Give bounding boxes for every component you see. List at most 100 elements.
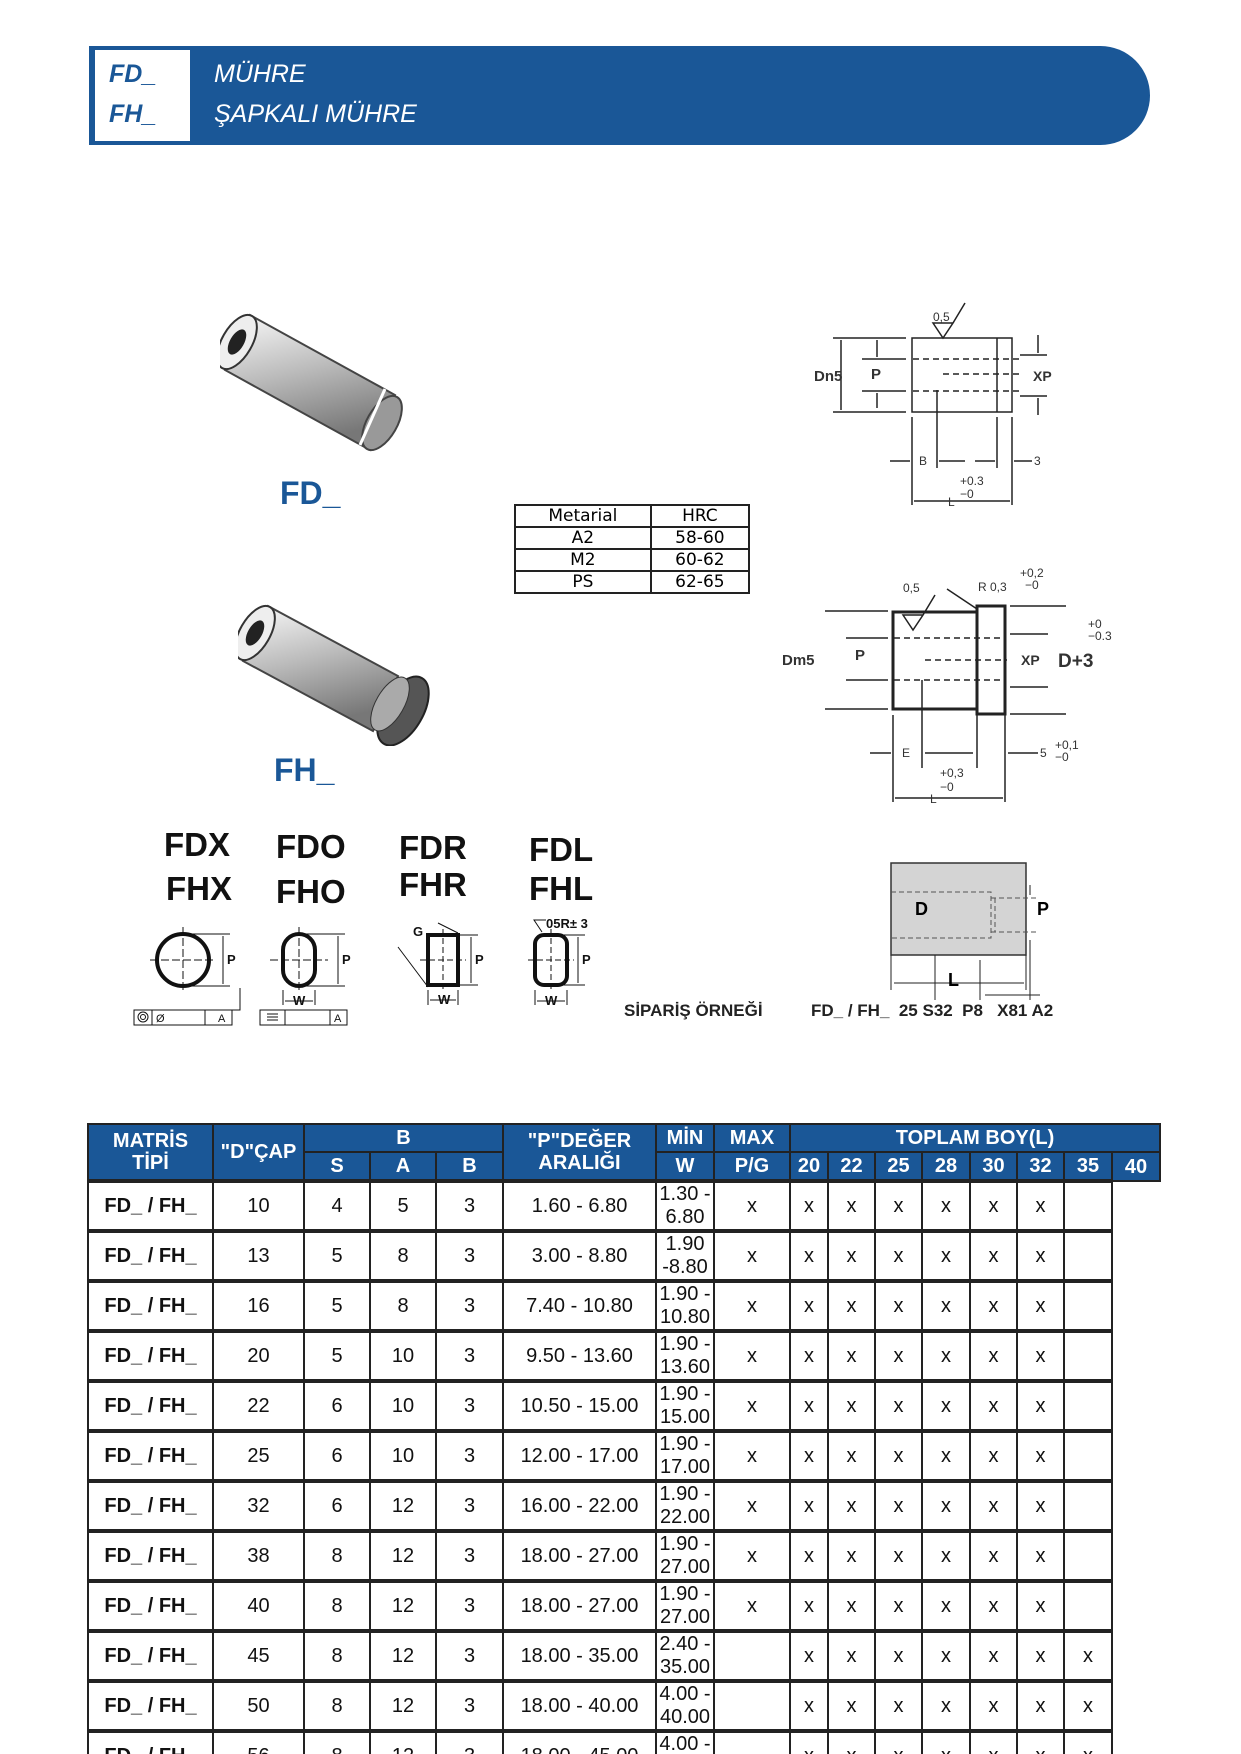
table-cell: 8 [369, 1229, 437, 1282]
length-availability-cell: x [713, 1229, 791, 1282]
col-length-20: 20 [789, 1151, 829, 1182]
length-availability-cell: x [827, 1479, 876, 1532]
table-cell: 9.50 - 13.60 [502, 1329, 657, 1382]
table-cell: 1.90 - 10.80 [655, 1279, 715, 1332]
table-cell: 3 [435, 1679, 504, 1732]
table-cell: 3.00 - 8.80 [502, 1229, 657, 1282]
length-availability-cell: x [874, 1429, 923, 1482]
length-availability-cell: x [1016, 1329, 1065, 1382]
g-label: G [413, 924, 423, 939]
table-cell: 5 [303, 1329, 371, 1382]
table-cell: 4.00 - 40.00 [655, 1679, 715, 1732]
table-cell: 4 [303, 1179, 371, 1232]
table-cell: 7.40 - 10.80 [502, 1279, 657, 1332]
p-label: P [871, 366, 881, 383]
table-cell: FD_ / FH_ [87, 1429, 214, 1482]
code-box: FD_ FH_ [95, 50, 190, 141]
table-cell: 38 [212, 1529, 305, 1582]
table-cell: 6 [303, 1379, 371, 1432]
table-cell: 1.90 - 27.00 [655, 1529, 715, 1582]
title-sapkali-muhre: ŞAPKALI MÜHRE [214, 100, 417, 128]
length-availability-cell: x [713, 1579, 791, 1632]
table-cell: 45 [212, 1629, 305, 1682]
table-cell: FD_ / FH_ [87, 1179, 214, 1232]
variant-fhr: FHR [399, 866, 467, 903]
col-d-cap: "D"ÇAP [212, 1123, 305, 1182]
table-cell: 12 [369, 1629, 437, 1682]
length-availability-cell: x [874, 1229, 923, 1282]
length-availability-cell: x [713, 1379, 791, 1432]
length-availability-cell: x [874, 1379, 923, 1432]
length-availability-cell: x [789, 1529, 829, 1582]
table-cell: FD_ / FH_ [87, 1729, 214, 1754]
diameter-symbol: Ø [156, 1013, 165, 1025]
length-availability-cell: x [969, 1479, 1018, 1532]
table-cell: 18.00 - 35.00 [502, 1629, 657, 1682]
table-cell: 40 [212, 1579, 305, 1632]
variant-fhl: FHL [529, 870, 594, 907]
xp-label: XP [1033, 368, 1052, 384]
length-availability-cell: x [713, 1529, 791, 1582]
table-cell: 1.60 - 6.80 [502, 1179, 657, 1232]
col-a: A [369, 1151, 437, 1182]
col-b-group: B [303, 1123, 504, 1153]
order-example-drawing: D P L [890, 862, 1049, 1000]
table-cell: 25 [212, 1429, 305, 1482]
table-cell: 4.00 - 45.00 [655, 1729, 715, 1754]
length-availability-cell [1063, 1229, 1113, 1282]
table-cell: 18.00 - 45.00 [502, 1729, 657, 1754]
l-label: L [948, 970, 959, 990]
length-availability-cell: x [1063, 1679, 1113, 1732]
length-availability-cell: x [789, 1479, 829, 1532]
material-cell: M2 [514, 548, 652, 572]
col-w: W [655, 1151, 715, 1182]
table-cell: 12 [369, 1529, 437, 1582]
variant-fhx: FHX [166, 870, 232, 907]
length-availability-cell: x [789, 1729, 829, 1754]
length-availability-cell: x [921, 1379, 971, 1432]
header-text: ARALIĞI [538, 1152, 621, 1174]
order-example-code: FD_ / FH_ 25 S32 P8 X81 A2 [811, 1001, 1054, 1020]
tolerance-minus: −0 [1025, 578, 1039, 592]
length-availability-cell [713, 1729, 791, 1754]
length-availability-cell: x [969, 1429, 1018, 1482]
table-cell: 12.00 - 17.00 [502, 1429, 657, 1482]
p-label: P [475, 952, 484, 967]
table-cell: 10 [212, 1179, 305, 1232]
length-availability-cell: x [789, 1629, 829, 1682]
tolerance-plus: +0,1 [1055, 738, 1079, 752]
col-length-28: 28 [921, 1151, 971, 1182]
table-cell: 12 [369, 1679, 437, 1732]
length-availability-cell: x [874, 1679, 923, 1732]
d-plus-3-label: D+3 [1058, 651, 1093, 672]
col-s: S [303, 1151, 371, 1182]
length-availability-cell [1063, 1429, 1113, 1482]
table-cell: 3 [435, 1579, 504, 1632]
table-cell: 8 [303, 1629, 371, 1682]
table-cell: 12 [369, 1579, 437, 1632]
length-availability-cell: x [921, 1679, 971, 1732]
order-example-title: SİPARİŞ ÖRNEĞİ [624, 1001, 763, 1020]
l-label: L [948, 495, 955, 509]
length-availability-cell: x [789, 1229, 829, 1282]
length-availability-cell: x [874, 1179, 923, 1232]
p-label: P [227, 952, 236, 967]
material-cell: PS [514, 570, 652, 594]
length-availability-cell [1063, 1579, 1113, 1632]
material-header: Metarial [514, 504, 652, 528]
length-availability-cell: x [789, 1429, 829, 1482]
length-availability-cell: x [1016, 1479, 1065, 1532]
length-availability-cell: x [921, 1229, 971, 1282]
product-label-fd: FD_ [280, 475, 341, 511]
length-availability-cell: x [789, 1579, 829, 1632]
tolerance-plus: +0 [1088, 617, 1102, 631]
length-availability-cell: x [874, 1629, 923, 1682]
material-cell: A2 [514, 526, 652, 550]
table-cell: 18.00 - 27.00 [502, 1579, 657, 1632]
length-availability-cell: x [921, 1179, 971, 1232]
